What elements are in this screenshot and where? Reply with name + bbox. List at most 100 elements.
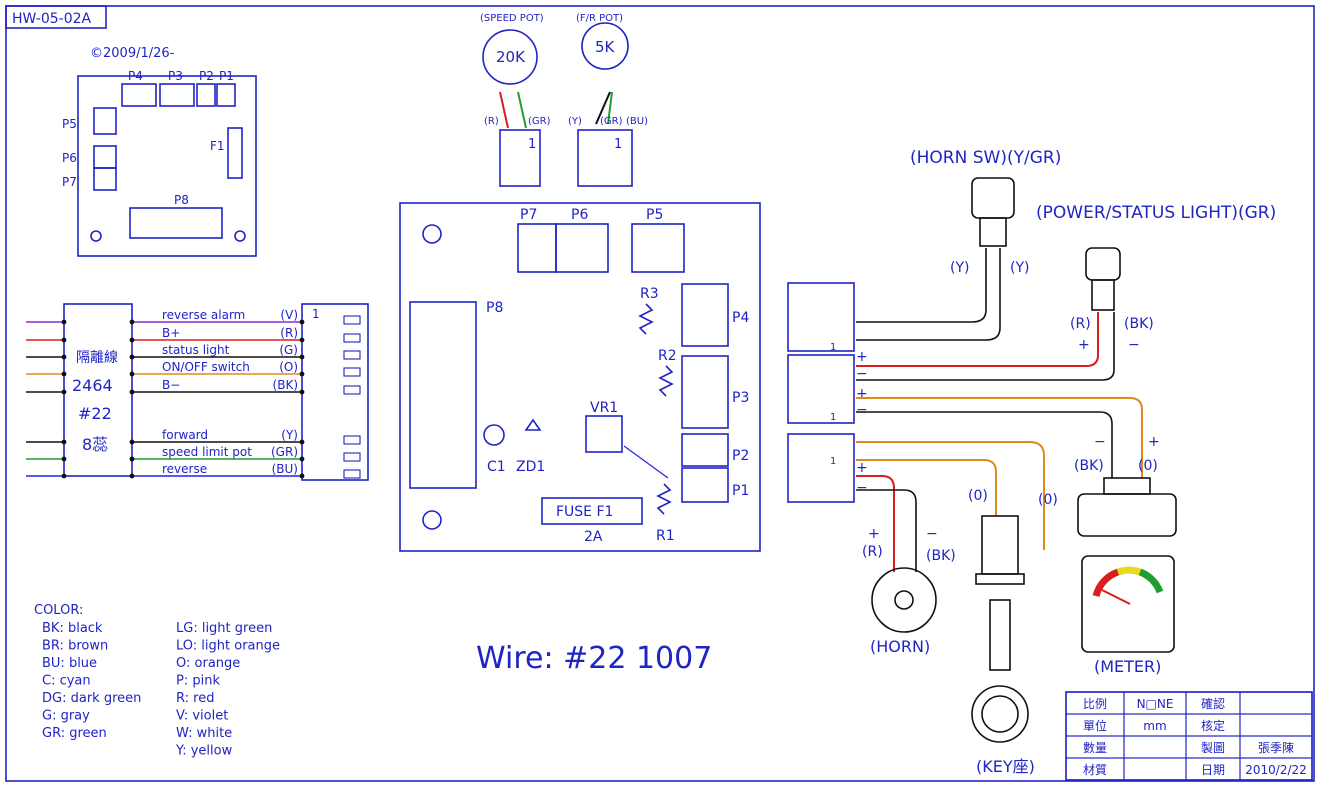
status-light-plus: +	[1078, 337, 1090, 353]
fr-pot-connector	[577, 129, 633, 187]
title-cell-3-3	[1239, 757, 1313, 781]
title-text-1-2: 核定	[1201, 718, 1225, 733]
legend-title: COLOR:	[34, 603, 83, 618]
harness-pin-5-2	[299, 439, 305, 445]
ctrl-p4-connector	[681, 283, 729, 347]
meter-green-band	[1138, 568, 1164, 594]
meter-label: (METER)	[1094, 657, 1161, 676]
plus-sign-1: +	[856, 349, 868, 365]
harness-pin-6-0	[61, 456, 67, 462]
minus-sign-3: −	[856, 480, 868, 496]
harness-pin-5-0	[61, 439, 67, 445]
drawing-id: HW-05-02A	[12, 11, 92, 27]
harness-pin-1-0	[61, 337, 67, 343]
legend-col2-item-6: W: white	[176, 726, 232, 741]
harness-pin-4-2	[299, 389, 305, 395]
status-light-title: (POWER/STATUS LIGHT)(GR)	[1036, 203, 1276, 223]
small-p4-connector	[121, 83, 157, 107]
fr-pot-y-label: (Y)	[568, 116, 582, 127]
right-conn-1	[787, 282, 855, 352]
key-orange-wire-2	[856, 459, 997, 516]
horn-red-wire	[856, 475, 895, 572]
meter-bk: (BK)	[1074, 458, 1104, 474]
right-connector-stack: + − + − + − 1 1 1	[787, 282, 868, 503]
ctrl-p2-label: P2	[732, 448, 749, 464]
harness-wire-color-5: (Y)	[281, 428, 298, 442]
harness-wire-label-1: B+	[162, 326, 180, 340]
status-light-thread	[1091, 279, 1115, 311]
meter-yellow-band	[1116, 566, 1142, 576]
title-cell-0-3	[1239, 691, 1313, 715]
harness-wire-label-0: reverse alarm	[162, 308, 245, 322]
harness-pin-0-1	[129, 319, 135, 325]
meter-minus: −	[1094, 434, 1106, 450]
ctrl-p8-label: P8	[486, 300, 503, 316]
harness-slot-5	[343, 435, 361, 445]
minus-sign-1: −	[856, 366, 868, 382]
legend-col2-item-1: LO: light orange	[176, 639, 280, 654]
small-p5-label: P5	[62, 117, 77, 131]
harness-pin-1-2	[299, 337, 305, 343]
title-text-2-2: 製圖	[1201, 741, 1225, 755]
small-p6-label: P6	[62, 151, 77, 165]
harness-pin-1-1	[129, 337, 135, 343]
harness-pin-2-1	[129, 354, 135, 360]
title-text-0-2: 確認	[1201, 696, 1225, 711]
small-fuse	[227, 127, 243, 179]
ctrl-c1-label: C1	[487, 459, 506, 475]
small-p7-label: P7	[62, 175, 77, 189]
controller-board: P7 P6 P5 P8 R3 P4 R2 P3 VR1 P2 P1 C1 ZD1…	[399, 202, 761, 552]
small-mount-hole-left	[90, 230, 102, 242]
title-text-0-1: N□NE	[1137, 697, 1174, 711]
legend-col1-item-3: C: cyan	[42, 674, 91, 689]
harness-pin-3-2	[299, 371, 305, 377]
harness-pin-3-0	[61, 371, 67, 377]
title-cell-3-1	[1123, 757, 1187, 781]
ctrl-p7-connector	[517, 223, 557, 273]
speed-pot-value: 20K	[496, 48, 526, 66]
legend-col1-item-0: BK: black	[42, 621, 103, 636]
ctrl-p8-connector	[409, 301, 477, 489]
ctrl-fuse-rating: 2A	[584, 529, 603, 545]
harness-pin1: 1	[312, 307, 320, 321]
plus-sign-3: +	[856, 460, 868, 476]
meter-terminals	[1103, 477, 1151, 495]
harness-wire-color-4: (BK)	[273, 378, 298, 392]
legend-col2-item-2: O: orange	[176, 656, 240, 671]
board-date: ©2009/1/26-	[90, 46, 175, 61]
fr-pot-pin1: 1	[614, 137, 622, 152]
right-conn-2	[787, 354, 855, 424]
speed-pot-red-wire	[499, 91, 509, 129]
harness-pin-4-1	[129, 389, 135, 395]
small-p4-label: P4	[128, 69, 143, 83]
horn-sw-y1: (Y)	[950, 260, 969, 276]
ctrl-fuse-label: FUSE F1	[556, 504, 613, 520]
ctrl-r3-label: R3	[640, 286, 659, 302]
ctrl-p5-label: P5	[646, 207, 663, 223]
cable-text-3: #22	[78, 404, 112, 423]
ctrl-vr1-lead	[623, 445, 669, 479]
harness-pin-2-0	[61, 354, 67, 360]
ctrl-p1-label: P1	[732, 483, 749, 499]
legend-col1-item-4: DG: dark green	[42, 691, 141, 706]
key-socket-body	[981, 515, 1019, 575]
speed-pot-body	[482, 29, 538, 85]
harness-pin-0-2	[299, 319, 305, 325]
meter-mount	[1077, 493, 1177, 537]
ctrl-vr1-trimmer	[585, 415, 623, 453]
harness-wire-color-2: (G)	[279, 343, 298, 357]
legend-col2-item-5: V: violet	[176, 709, 228, 724]
status-light-bk: (BK)	[1124, 316, 1154, 332]
plus-sign-2: +	[856, 386, 868, 402]
small-board: ©2009/1/26- P4 P3 P2 P1 P5 P6 P7 F1 P8	[62, 46, 257, 257]
small-mount-hole-right	[234, 230, 246, 242]
horn: + − (R) (BK) (HORN)	[856, 475, 956, 656]
harness-wire-label-5: forward	[162, 428, 208, 442]
ctrl-p1-connector	[681, 467, 729, 503]
fr-pot: (F/R POT) 5K (Y) (GR) (BU) 1	[568, 13, 648, 187]
harness-pin-4-0	[61, 389, 67, 395]
speed-pot-gr-label: (GR)	[528, 116, 551, 127]
fr-pot-title: (F/R POT)	[576, 13, 623, 24]
right-conn-3	[787, 433, 855, 503]
